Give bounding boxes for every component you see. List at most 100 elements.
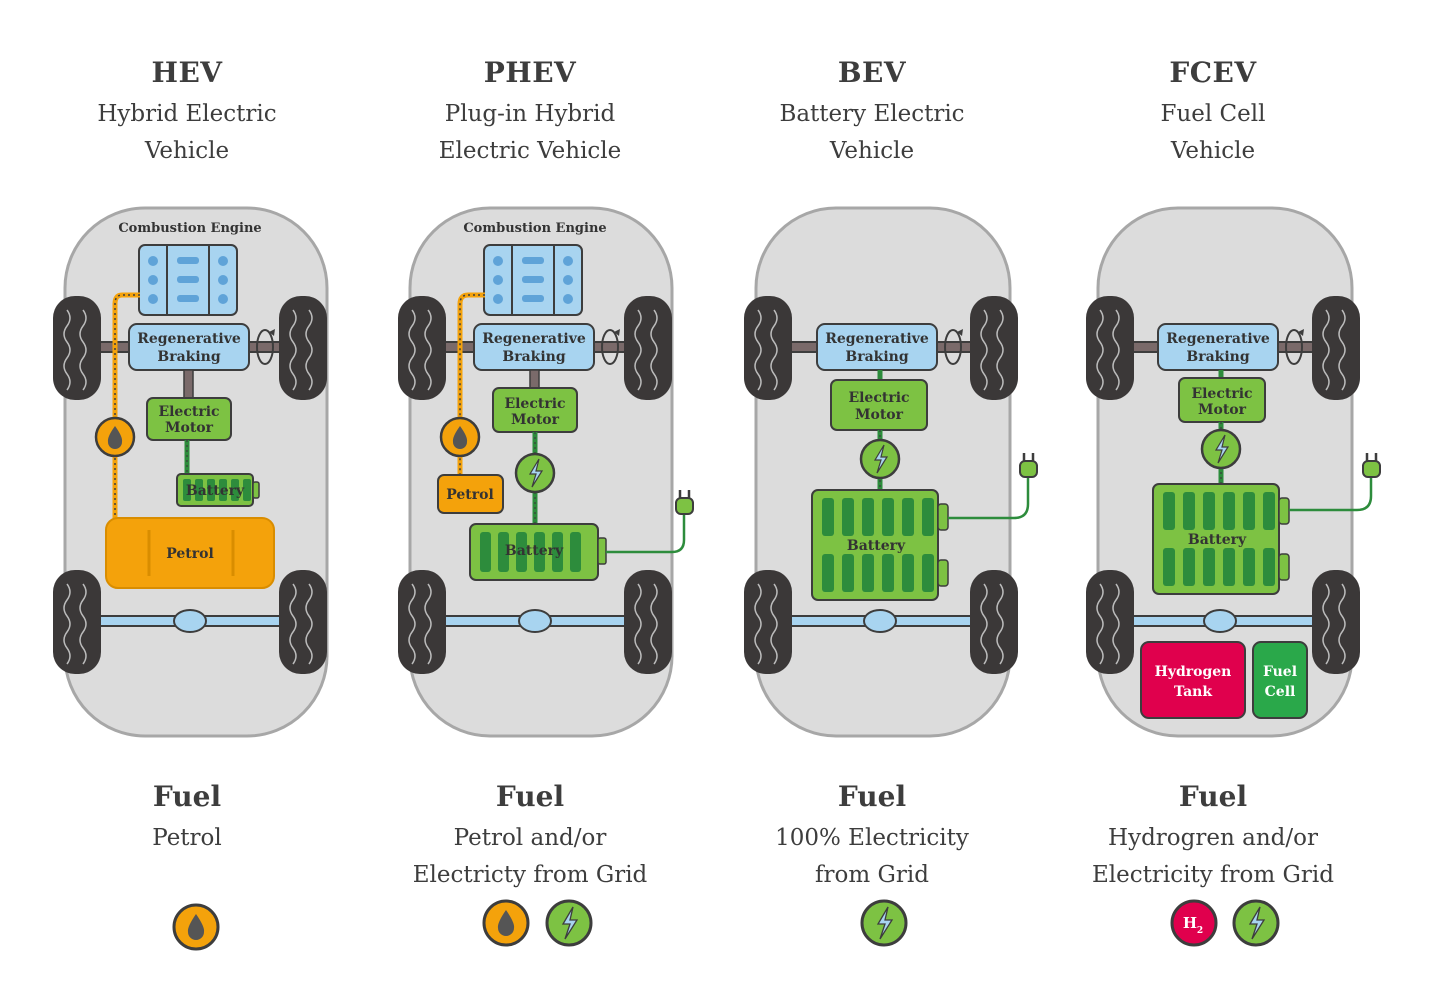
tire-icon bbox=[53, 570, 101, 674]
tire-icon bbox=[1312, 570, 1360, 674]
fuel-icons: H 2 bbox=[1170, 899, 1280, 947]
fuel-description: Hydrogren and/or Electricity from Grid bbox=[1092, 825, 1334, 888]
regen-label-line2: Braking bbox=[502, 349, 565, 365]
petrol-drop-icon bbox=[94, 416, 136, 458]
regen-label-line1: Regenerative bbox=[1166, 331, 1270, 347]
tire-icon bbox=[624, 570, 672, 674]
hydrogen-tank bbox=[1140, 641, 1246, 719]
tire-icon bbox=[744, 570, 792, 674]
h2-subscript: 2 bbox=[1197, 926, 1203, 936]
fuel-description: Petrol and/or Electricty from Grid bbox=[412, 825, 648, 888]
tire-icon bbox=[1086, 296, 1134, 400]
rotation-arrow-icon bbox=[944, 329, 963, 365]
tire-icon bbox=[1312, 296, 1360, 400]
combustion-engine-icon bbox=[483, 244, 583, 316]
fuel-description: 100% Electricity from Grid bbox=[775, 825, 969, 888]
motor-label-line1: Electric bbox=[848, 390, 909, 406]
battery-label: Battery bbox=[505, 543, 564, 559]
hydrogen-h2-icon: H 2 bbox=[1170, 899, 1218, 947]
motor-label-line1: Electric bbox=[504, 396, 565, 412]
rotation-arrow-icon bbox=[256, 329, 275, 365]
tire-icon bbox=[279, 570, 327, 674]
regen-label-line2: Braking bbox=[1186, 349, 1249, 365]
petrol-drop-icon bbox=[172, 903, 220, 951]
fuel-heading: Fuel bbox=[495, 780, 565, 813]
petrol-tank bbox=[437, 474, 504, 514]
battery-icon bbox=[469, 523, 607, 581]
tire-icon bbox=[53, 296, 101, 400]
combustion-engine-label: Combustion Engine bbox=[118, 221, 261, 236]
regen-label-line1: Regenerative bbox=[825, 331, 929, 347]
vehicle-full-name: Fuel Cell Vehicle bbox=[1160, 101, 1266, 164]
lightning-bolt-icon bbox=[545, 899, 593, 947]
tire-icon bbox=[970, 296, 1018, 400]
lightning-bolt-icon bbox=[860, 899, 908, 947]
tire-icon bbox=[970, 570, 1018, 674]
petrol-tank-label: Petrol bbox=[446, 487, 494, 503]
vehicle-full-name: Battery Electric Vehicle bbox=[779, 101, 965, 164]
rotation-arrow-icon bbox=[1285, 329, 1304, 365]
tire-icon bbox=[744, 296, 792, 400]
fcev-car-diagram: Regenerative Braking Electric Motor Batt… bbox=[1086, 206, 1381, 738]
rotation-arrow-icon bbox=[601, 329, 620, 365]
fcev-column: FCEV Fuel Cell Vehicle Regenerative B bbox=[1043, 0, 1383, 985]
lightning-bolt-icon bbox=[1200, 428, 1242, 470]
motor-label-line2: Motor bbox=[855, 407, 904, 423]
fuel-description: Petrol bbox=[152, 825, 222, 851]
fuel-cell-label-line1: Fuel bbox=[1263, 664, 1297, 680]
regen-label-line1: Regenerative bbox=[137, 331, 241, 347]
fuel-heading: Fuel bbox=[1178, 780, 1248, 813]
tire-icon bbox=[279, 296, 327, 400]
regen-label-line1: Regenerative bbox=[482, 331, 586, 347]
combustion-engine-label: Combustion Engine bbox=[463, 221, 606, 236]
hydrogen-tank-label-line1: Hydrogen bbox=[1155, 664, 1232, 680]
battery-icon bbox=[176, 473, 260, 507]
plug-icon bbox=[1019, 453, 1038, 478]
fuel-icons bbox=[860, 899, 908, 947]
tire-icon bbox=[398, 296, 446, 400]
lightning-bolt-icon bbox=[1232, 899, 1280, 947]
hev-column: HEV Hybrid Electric Vehicle Com bbox=[17, 0, 357, 985]
fuel-heading: Fuel bbox=[152, 780, 222, 813]
petrol-drop-icon bbox=[439, 416, 481, 458]
tire-icon bbox=[1086, 570, 1134, 674]
regenerative-braking-box bbox=[816, 323, 938, 371]
battery-icon bbox=[1152, 483, 1290, 595]
h2-letter: H bbox=[1183, 914, 1197, 932]
fuel-icons bbox=[482, 899, 593, 947]
regen-label-line2: Braking bbox=[845, 349, 908, 365]
plug-icon bbox=[1362, 453, 1381, 478]
lightning-bolt-icon bbox=[859, 438, 901, 480]
tire-icon bbox=[624, 296, 672, 400]
fuel-heading: Fuel bbox=[837, 780, 907, 813]
bev-car-diagram: Regenerative Braking Electric Motor Batt… bbox=[744, 206, 1038, 738]
battery-label: Battery bbox=[847, 538, 906, 554]
fuel-cell-label-line2: Cell bbox=[1265, 684, 1296, 700]
fuel-icons bbox=[172, 903, 220, 951]
battery-icon bbox=[811, 489, 949, 601]
bev-column: BEV Battery Electric Vehicle Regenerativ… bbox=[702, 0, 1042, 985]
hydrogen-tank-label-line2: Tank bbox=[1174, 684, 1212, 700]
fuel-cell bbox=[1252, 641, 1308, 719]
vehicle-abbreviation: PHEV bbox=[483, 56, 577, 89]
battery-label: Battery bbox=[186, 483, 245, 499]
vehicle-abbreviation: HEV bbox=[151, 56, 223, 89]
combustion-engine-icon bbox=[138, 244, 238, 316]
phev-car-diagram: Combustion Engine Regenerative Braking E… bbox=[398, 206, 694, 738]
motor-label-line1: Electric bbox=[1191, 386, 1252, 402]
vehicle-abbreviation: BEV bbox=[837, 56, 907, 89]
petrol-tank bbox=[105, 517, 275, 589]
tire-icon bbox=[398, 570, 446, 674]
petrol-tank-label: Petrol bbox=[166, 546, 214, 562]
plug-icon bbox=[675, 490, 694, 515]
vehicle-abbreviation: FCEV bbox=[1169, 56, 1257, 89]
regenerative-braking-box bbox=[1157, 323, 1279, 371]
petrol-drop-icon bbox=[482, 899, 530, 947]
regen-label-line2: Braking bbox=[157, 349, 220, 365]
phev-column: PHEV Plug-in Hybrid Electric Vehicle Com… bbox=[360, 0, 700, 985]
battery-label: Battery bbox=[1188, 532, 1247, 548]
vehicle-full-name: Plug-in Hybrid Electric Vehicle bbox=[438, 101, 622, 164]
motor-label-line2: Motor bbox=[165, 420, 214, 436]
motor-label-line2: Motor bbox=[1198, 402, 1247, 418]
vehicle-full-name: Hybrid Electric Vehicle bbox=[97, 101, 277, 164]
